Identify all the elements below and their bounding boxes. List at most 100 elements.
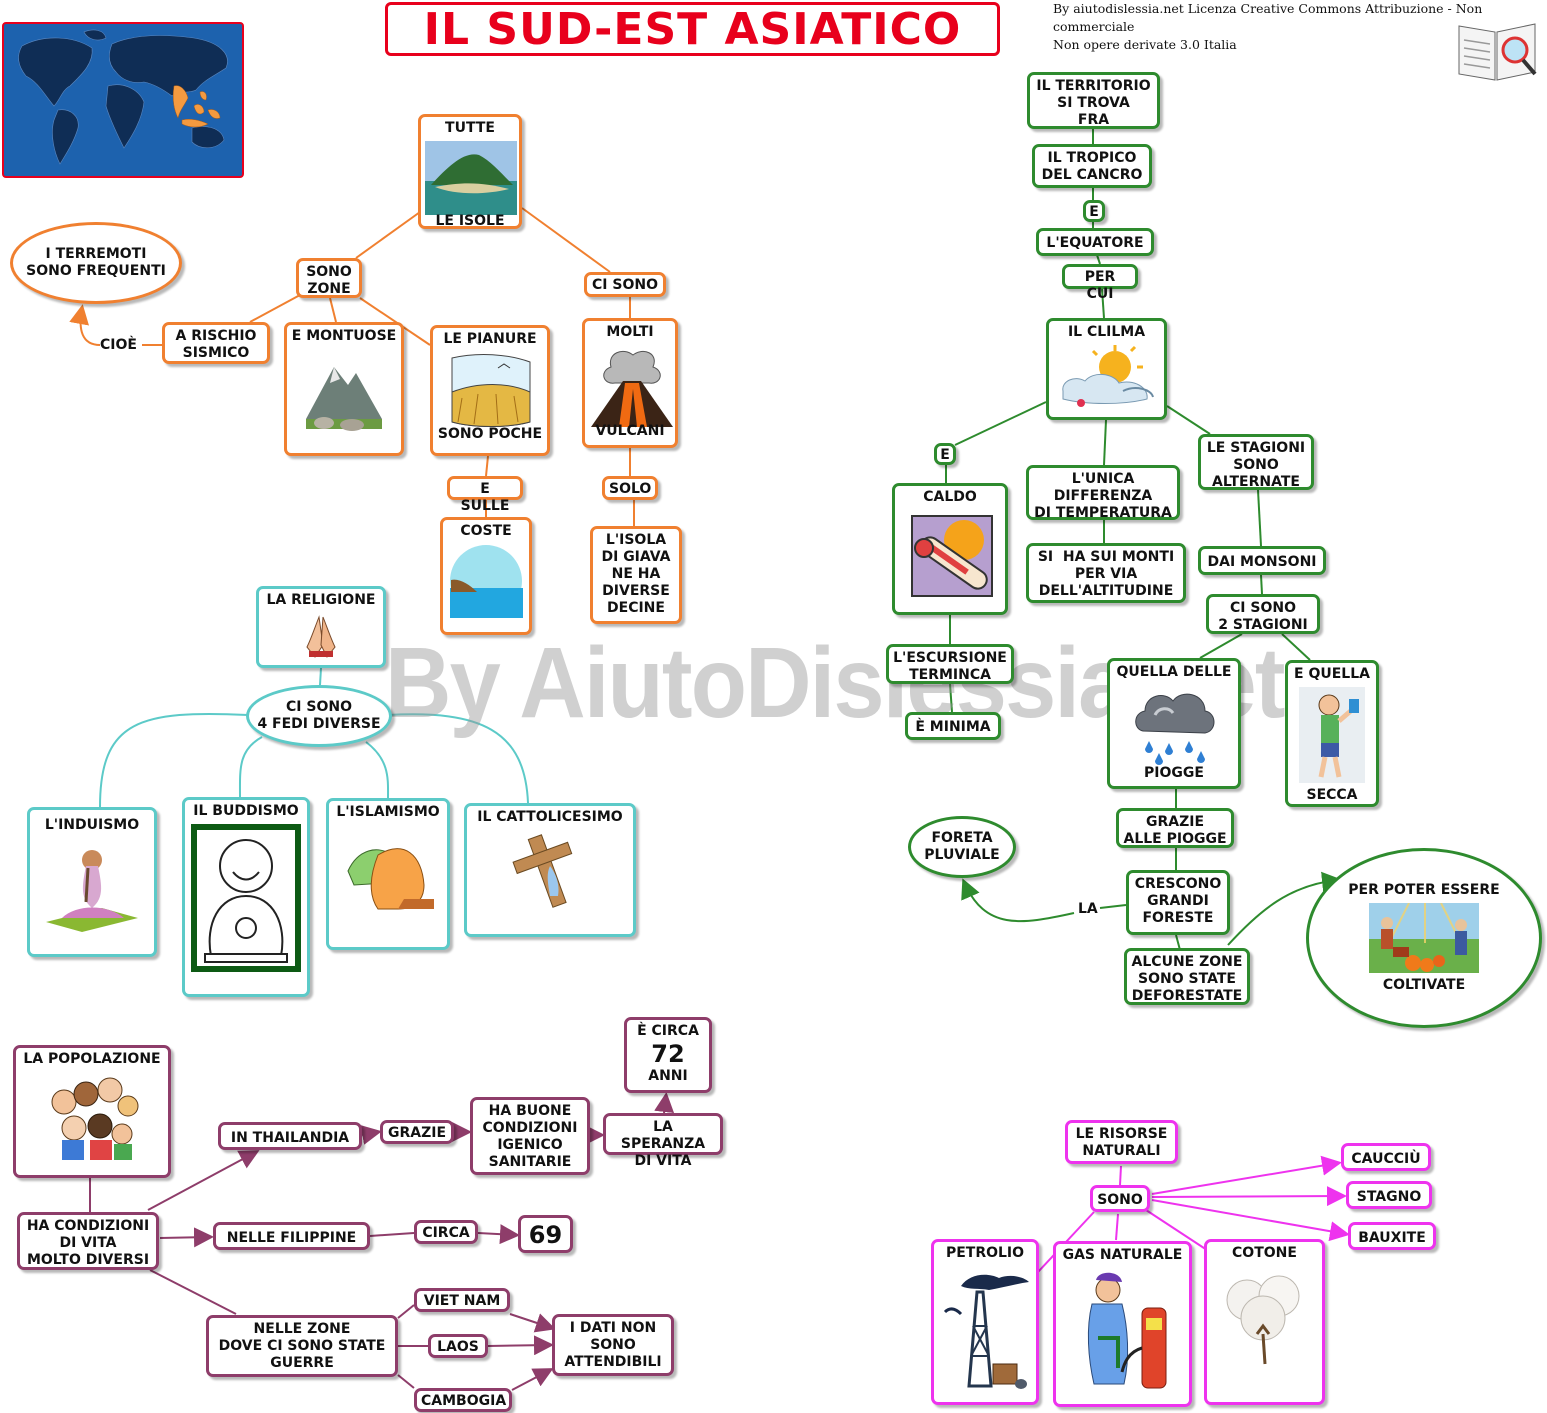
mountains-box[interactable]: E MONTUOSE bbox=[284, 322, 404, 456]
monsoons-box[interactable]: DAI MONSONI bbox=[1198, 546, 1326, 575]
ci-sono-label: CI SONO bbox=[592, 277, 658, 293]
cambodia-box[interactable]: CAMBOGIA bbox=[414, 1388, 512, 1412]
book-logo-icon bbox=[1455, 20, 1540, 84]
territory-line-3: FRA bbox=[1077, 112, 1110, 128]
plains-picture bbox=[451, 354, 531, 427]
resources-line-1: LE RISORSE bbox=[1075, 1126, 1168, 1142]
earthquakes-ellipse[interactable]: I TERREMOTI SONO FREQUENTI bbox=[10, 222, 182, 304]
petroleum-label: PETROLIO bbox=[945, 1245, 1025, 1261]
java-box[interactable]: L'ISOLA DI GIAVA NE HA DIVERSE DECINE bbox=[590, 526, 682, 624]
islands-box[interactable]: TUTTE LE ISOLE bbox=[418, 114, 522, 229]
petroleum-box[interactable]: PETROLIO bbox=[931, 1239, 1039, 1405]
religion-box[interactable]: LA RELIGIONE bbox=[256, 586, 386, 668]
cotton-boll-icon bbox=[1226, 1275, 1299, 1365]
e-sulle-box[interactable]: E SULLE bbox=[447, 476, 523, 514]
per-cui-box[interactable]: PER CUI bbox=[1062, 264, 1138, 302]
buddhism-box[interactable]: IL BUDDISMO bbox=[182, 797, 310, 997]
war-zones-box[interactable]: NELLE ZONE DOVE CI SONO STATE GUERRE bbox=[206, 1315, 398, 1377]
volcanoes-top-label: MOLTI bbox=[606, 324, 654, 340]
climate-box[interactable]: IL CLILMA bbox=[1046, 318, 1167, 420]
catholicism-box[interactable]: IL CATTOLICESIMO bbox=[464, 803, 636, 937]
circa-box[interactable]: CIRCA bbox=[414, 1220, 478, 1244]
and-box[interactable]: E bbox=[1083, 200, 1105, 222]
excursion-box[interactable]: L'ESCURSIONE TERMINCA bbox=[886, 644, 1014, 684]
thanks-to-rain-box[interactable]: GRAZIE ALLE PIOGGE bbox=[1116, 808, 1234, 848]
seismic-risk-box[interactable]: A RISCHIO SISMICO bbox=[162, 322, 270, 364]
two-seasons-box[interactable]: CI SONO 2 STAGIONI bbox=[1206, 594, 1320, 634]
tin-box[interactable]: STAGNO bbox=[1346, 1181, 1432, 1209]
license-line-1: By aiutodislessia.net Licenza Creative C… bbox=[1053, 1, 1483, 34]
title-box: IL SUD-EST ASIATICO bbox=[385, 2, 1000, 56]
solo-box[interactable]: SOLO bbox=[602, 476, 658, 500]
two-seasons-line-1: CI SONO bbox=[1230, 600, 1296, 616]
unreliable-line-2: SONO bbox=[590, 1337, 636, 1353]
java-line-4: DIVERSE bbox=[602, 583, 670, 599]
sono-box[interactable]: SONO bbox=[1090, 1185, 1150, 1212]
philippines-label: NELLE FILIPPINE bbox=[226, 1230, 357, 1246]
philippines-box[interactable]: NELLE FILIPPINE bbox=[213, 1222, 370, 1250]
coasts-label: COSTE bbox=[460, 523, 512, 539]
deforested-line-2: SONO STATE bbox=[1138, 971, 1236, 987]
bauxite-box[interactable]: BAUXITE bbox=[1348, 1222, 1436, 1250]
rubber-box[interactable]: CAUCCIÙ bbox=[1341, 1143, 1431, 1171]
license-text: By aiutodislessia.net Licenza Creative C… bbox=[1053, 0, 1543, 54]
cultivated-ellipse[interactable]: PER POTER ESSERE COLTIVATE bbox=[1306, 848, 1542, 1028]
dry-season-box[interactable]: E QUELLA SECCA bbox=[1285, 660, 1379, 807]
island-picture bbox=[425, 141, 517, 215]
tropic-box[interactable]: IL TROPICO DEL CANCRO bbox=[1032, 144, 1152, 188]
only-difference-line-1: L'UNICA bbox=[1071, 471, 1135, 487]
unreliable-data-box[interactable]: I DATI NON SONO ATTENDIBILI bbox=[552, 1314, 674, 1376]
only-difference-line-3: DI TEMPERATURA bbox=[1034, 505, 1172, 521]
forests-grow-box[interactable]: CRESCONO GRANDI FORESTE bbox=[1126, 870, 1230, 935]
and-box-2[interactable]: E bbox=[934, 443, 956, 465]
forests-line-1: CRESCONO bbox=[1134, 876, 1222, 892]
grazie-box[interactable]: GRAZIE bbox=[380, 1120, 454, 1144]
cotton-box[interactable]: COTONE bbox=[1204, 1239, 1325, 1405]
dry-bottom-label: SECCA bbox=[1306, 787, 1358, 803]
plains-box[interactable]: LE PIANURE SONO POCHE bbox=[430, 325, 550, 456]
good-line-1: HA BUONE bbox=[488, 1103, 572, 1119]
rainforest-ellipse[interactable]: FORETA PLUVIALE bbox=[908, 816, 1016, 878]
dry-top-label: E QUELLA bbox=[1294, 666, 1370, 682]
zones-box[interactable]: SONO ZONE bbox=[296, 258, 362, 298]
seventy-two-box[interactable]: È CIRCA 72 ANNI bbox=[624, 1017, 712, 1093]
islam-box[interactable]: L'ISLAMISMO bbox=[326, 798, 450, 950]
conditions-line-1: HA CONDIZIONI bbox=[26, 1218, 150, 1234]
territory-box[interactable]: IL TERRITORIO SI TROVA FRA bbox=[1027, 72, 1160, 129]
hinduism-box[interactable]: L'INDUISMO bbox=[27, 807, 157, 957]
population-box[interactable]: LA POPOLAZIONE bbox=[13, 1045, 171, 1178]
rainy-season-box[interactable]: QUELLA DELLE PIOGGE bbox=[1107, 658, 1241, 789]
mountain-picture bbox=[306, 367, 382, 431]
resources-box[interactable]: LE RISORSE NATURALI bbox=[1065, 1120, 1178, 1164]
four-faiths-line-1: CI SONO bbox=[286, 699, 352, 715]
four-faiths-ellipse[interactable]: CI SONO 4 FEDI DIVERSE bbox=[246, 685, 392, 747]
thermometer-sun-icon bbox=[911, 515, 993, 597]
seismic-line-1: A RISCHIO bbox=[175, 328, 257, 344]
two-seasons-line-2: 2 STAGIONI bbox=[1218, 617, 1308, 633]
earthquakes-line-2: SONO FREQUENTI bbox=[26, 263, 166, 279]
sixty-nine-box[interactable]: 69 bbox=[518, 1215, 573, 1253]
only-difference-box[interactable]: L'UNICA DIFFERENZA DI TEMPERATURA bbox=[1026, 465, 1180, 521]
coasts-box[interactable]: COSTE bbox=[440, 517, 532, 635]
thailand-box[interactable]: IN THAILANDIA bbox=[218, 1122, 362, 1150]
good-line-2: CONDIZIONI bbox=[482, 1120, 578, 1136]
minimal-box[interactable]: È MINIMA bbox=[905, 712, 1001, 740]
weather-sun-cloud-icon bbox=[1062, 345, 1154, 407]
laos-box[interactable]: LAOS bbox=[428, 1334, 488, 1358]
hot-box[interactable]: CALDO bbox=[892, 483, 1008, 615]
deforested-box[interactable]: ALCUNE ZONE SONO STATE DEFORESTATE bbox=[1124, 948, 1250, 1005]
ci-sono-box[interactable]: CI SONO bbox=[584, 272, 666, 297]
volcanoes-box[interactable]: MOLTI VULCANI bbox=[582, 318, 678, 448]
seasons-box[interactable]: LE STAGIONI SONO ALTERNATE bbox=[1198, 434, 1314, 490]
good-conditions-box[interactable]: HA BUONE CONDIZIONI IGENICO SANITARIE bbox=[470, 1097, 590, 1175]
cioe-label: CIOÈ bbox=[100, 337, 137, 353]
mountains-altitude-box[interactable]: SI HA SUI MONTI PER VIA DELL'ALTITUDINE bbox=[1026, 543, 1186, 603]
equator-box[interactable]: L'EQUATORE bbox=[1036, 228, 1154, 256]
four-faiths-line-2: 4 FEDI DIVERSE bbox=[257, 716, 381, 732]
rainy-top-label: QUELLA DELLE bbox=[1116, 664, 1232, 680]
vietnam-box[interactable]: VIET NAM bbox=[414, 1288, 510, 1312]
natural-gas-label: GAS NATURALE bbox=[1062, 1247, 1183, 1263]
natural-gas-box[interactable]: GAS NATURALE bbox=[1053, 1241, 1192, 1407]
life-expectancy-box[interactable]: LA SPERANZA DI VITA bbox=[603, 1113, 723, 1169]
living-conditions-box[interactable]: HA CONDIZIONI DI VITA MOLTO DIVERSI bbox=[17, 1212, 159, 1270]
